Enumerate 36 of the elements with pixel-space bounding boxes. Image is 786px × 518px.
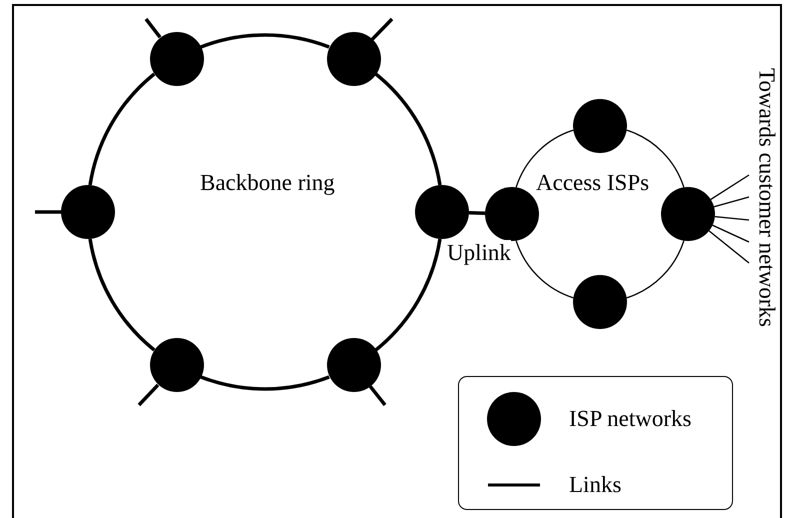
ring-link (374, 72, 442, 186)
ring-label: Access ISPs (536, 170, 650, 196)
legend-text: Links (569, 472, 622, 498)
legend-text: ISP networks (569, 406, 692, 432)
link-line (371, 18, 394, 41)
link-line (712, 224, 750, 243)
network-node (61, 185, 115, 239)
link-line (138, 384, 160, 406)
link-line (468, 211, 486, 215)
ring-link (200, 375, 330, 391)
network-node (150, 338, 204, 392)
network-node (573, 99, 627, 153)
ring-link (516, 130, 574, 188)
ring-link (516, 240, 574, 298)
network-node (150, 32, 204, 86)
ring-link (626, 240, 684, 298)
network-node (415, 185, 469, 239)
link-line (708, 230, 750, 264)
link-line (714, 216, 750, 221)
link-line (710, 174, 750, 200)
network-node (326, 338, 380, 392)
ring-link (374, 238, 442, 352)
network-node (661, 187, 715, 241)
ring-link (626, 130, 684, 188)
edge-label: Uplink (447, 240, 511, 266)
link-line (35, 210, 61, 214)
link-line (144, 18, 162, 38)
link-line (368, 385, 386, 406)
link-line (714, 196, 750, 208)
network-node (573, 275, 627, 329)
ring-link (88, 72, 156, 186)
ring-link (200, 33, 330, 49)
side-label: Towards customer networks (754, 68, 780, 327)
ring-link (88, 238, 156, 352)
ring-label: Backbone ring (200, 170, 335, 196)
network-node (326, 32, 380, 86)
